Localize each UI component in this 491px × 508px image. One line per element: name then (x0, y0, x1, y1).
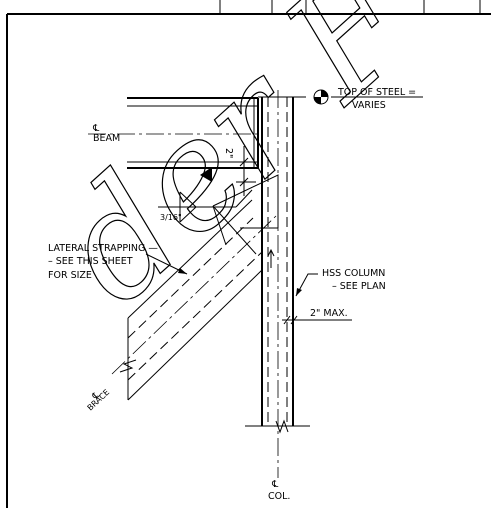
lateral-strapping-line2: – SEE THIS SHEET (48, 256, 133, 267)
weld-symbol (158, 167, 253, 223)
brace-label: BRACE (86, 388, 112, 413)
hss-column-leader (295, 273, 318, 297)
top-of-steel-marker (258, 89, 423, 105)
top-of-steel-value: VARIES (352, 100, 386, 111)
max-gap-dimension (282, 315, 352, 325)
sheet-border (6, 0, 491, 508)
lateral-strapping-leader (145, 253, 188, 275)
hss-column-line1: HSS COLUMN (322, 268, 385, 279)
hss-column-line2: – SEE PLAN (332, 281, 386, 292)
beam-label: BEAM (93, 133, 120, 144)
vertical-indicator (267, 248, 275, 268)
gap-dimension-text: 2" (223, 148, 234, 158)
column-centerline-symbol: ℄ (271, 479, 279, 490)
column-label: COL. (268, 491, 290, 502)
weld-size-text: 3/16" (160, 213, 182, 222)
beam (127, 97, 259, 169)
max-gap-text: 2" MAX. (310, 308, 348, 319)
brace-centerline (111, 215, 277, 375)
lateral-strapping-line1: LATERAL STRAPPING — (48, 243, 158, 254)
top-of-steel-label: TOP OF STEEL = (337, 87, 416, 98)
connection-plate (212, 174, 279, 255)
lateral-strapping-line3: FOR SIZE (48, 270, 92, 281)
diagonal-brace (119, 199, 263, 401)
beam-centerline-symbol: ℄ (92, 123, 100, 134)
gap-dimension (236, 146, 256, 196)
